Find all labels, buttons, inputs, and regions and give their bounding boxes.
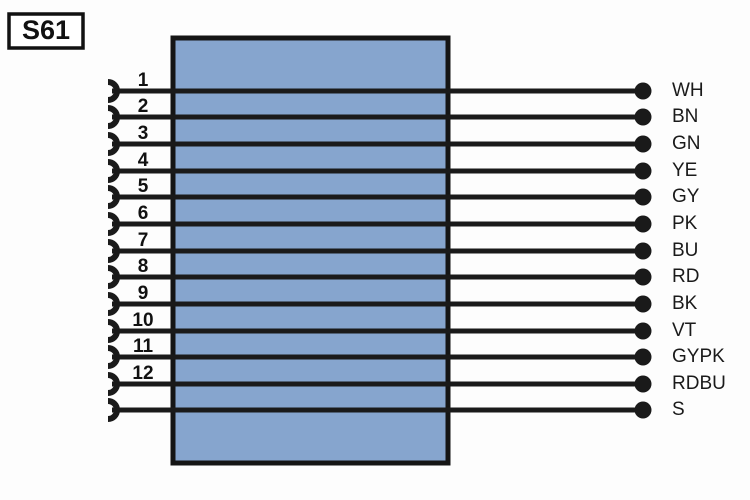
wire-color-label: GYPK	[672, 346, 725, 367]
terminal-dot-icon	[634, 188, 652, 206]
wire-color-label: BU	[672, 240, 698, 261]
terminal-dot-icon	[634, 215, 652, 233]
terminal-dot-icon	[634, 268, 652, 286]
wire-row: 7 BU	[107, 230, 698, 263]
wire-row: 9 BK	[107, 283, 698, 316]
pin-hook-icon	[107, 265, 120, 289]
wire-color-label: GN	[672, 133, 701, 154]
connector-id-badge-box	[7, 12, 85, 50]
wire-color-label: RDBU	[672, 373, 726, 394]
wire-color-label: S	[672, 399, 685, 420]
wire-row: 8 RD	[107, 256, 699, 289]
terminal-dot-icon	[634, 375, 652, 393]
terminal-dot-icon	[634, 162, 652, 180]
wire-row: 6 PK	[107, 203, 698, 236]
wire-color-label: WH	[672, 80, 704, 101]
pin-number-label: 5	[138, 176, 149, 197]
connector-id-badge: S61	[7, 12, 85, 50]
terminal-dot-icon	[634, 108, 652, 126]
wire-color-label: VT	[672, 320, 697, 341]
wire-row: 4 YE	[107, 150, 697, 183]
terminal-dot-icon	[634, 348, 652, 366]
pin-number-label: 12	[132, 363, 153, 384]
wire-row: 2 BN	[107, 96, 698, 129]
wire-color-label: YE	[672, 160, 697, 181]
pin-hook-icon	[107, 185, 120, 209]
wire-row: 1 WH	[107, 70, 704, 103]
pin-hook-icon	[107, 292, 120, 316]
terminal-dot-icon	[634, 135, 652, 153]
pin-number-label: 9	[138, 283, 149, 304]
pin-number-label: 8	[138, 256, 149, 277]
wire-row: S	[107, 398, 685, 422]
terminal-dot-icon	[634, 401, 652, 419]
pin-number-label: 6	[138, 203, 149, 224]
wire-color-label: PK	[672, 213, 698, 234]
wire-row: 5 GY	[107, 176, 700, 209]
pin-hook-icon	[107, 79, 120, 103]
wire-group: 1 WH 2 BN 3 GN 4 YE 5 GY 6 PK 7 BU 8 RD 9 BK 10 VT 11 GYPK 12 R…	[107, 70, 726, 422]
pin-hook-icon	[107, 372, 120, 396]
pin-number-label: 4	[138, 150, 149, 171]
wire-row: 3 GN	[107, 123, 701, 156]
wire-color-label: GY	[672, 186, 700, 207]
pin-number-label: 1	[138, 70, 149, 91]
wire-color-label: BN	[672, 106, 698, 127]
terminal-dot-icon	[634, 242, 652, 260]
pin-hook-icon	[107, 159, 120, 183]
pin-number-label: 7	[138, 230, 149, 251]
pin-hook-icon	[107, 132, 120, 156]
connector-id-badge-label: S61	[22, 15, 70, 45]
terminal-dot-icon	[634, 322, 652, 340]
terminal-dot-icon	[634, 82, 652, 100]
pin-number-label: 10	[132, 310, 153, 331]
wire-color-label: RD	[672, 266, 699, 287]
pin-number-label: 11	[133, 336, 154, 357]
wire-color-label: BK	[672, 293, 698, 314]
pin-hook-icon	[107, 345, 120, 369]
pin-hook-icon	[107, 239, 120, 263]
pin-number-label: 2	[138, 96, 149, 117]
wire-row: 10 VT	[107, 310, 697, 343]
pin-hook-icon	[107, 398, 120, 422]
pin-hook-icon	[107, 319, 120, 343]
pin-hook-icon	[107, 105, 120, 129]
wire-row: 12 RDBU	[107, 363, 726, 396]
wire-row: 11 GYPK	[107, 336, 725, 369]
pin-hook-icon	[107, 212, 120, 236]
pin-number-label: 3	[138, 123, 149, 144]
terminal-dot-icon	[634, 295, 652, 313]
